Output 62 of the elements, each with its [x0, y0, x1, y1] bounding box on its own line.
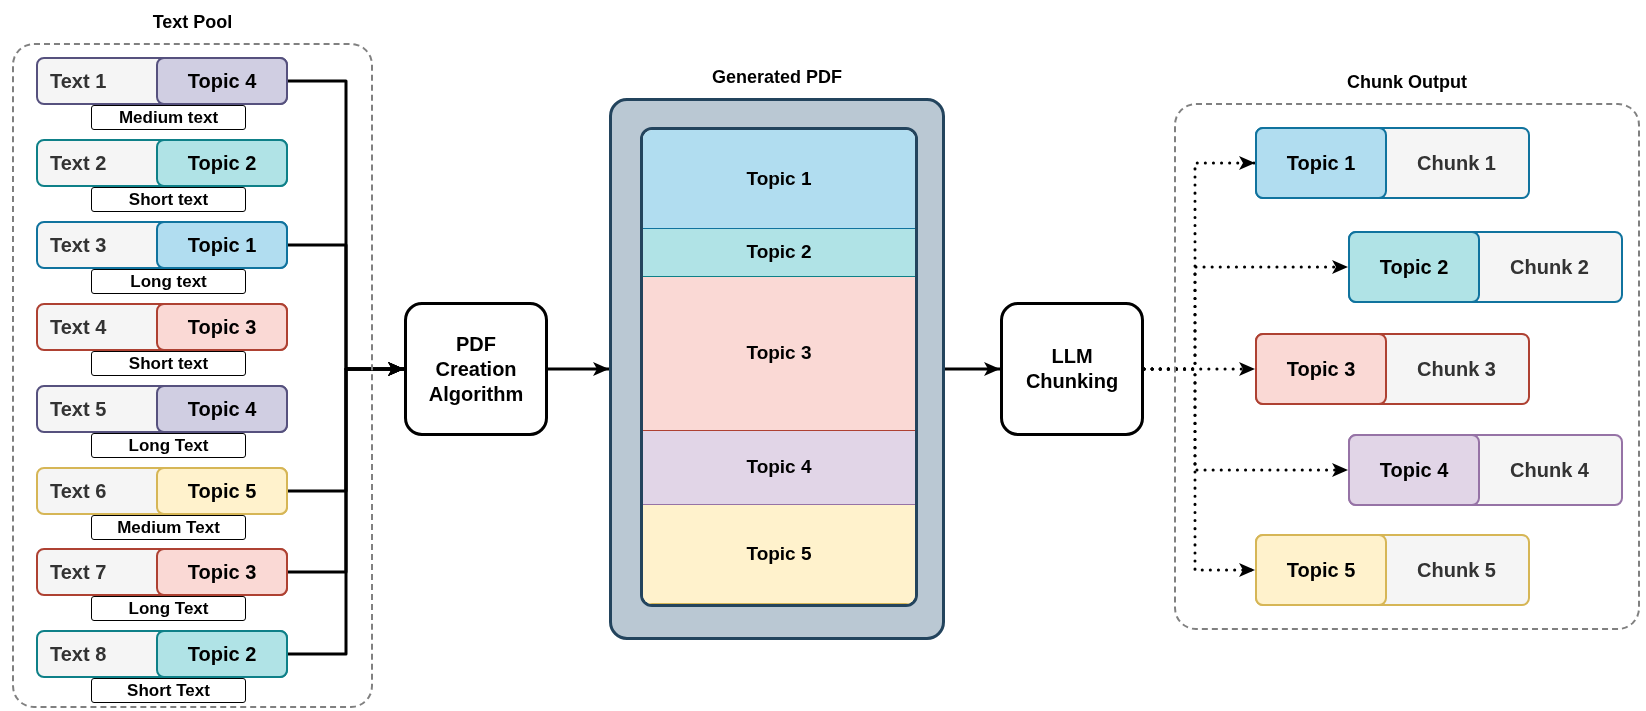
- topic-tag: Topic 1: [156, 221, 288, 269]
- topic-tag: Topic 3: [1255, 333, 1387, 405]
- topic-section: Topic 4: [643, 431, 915, 505]
- text-card: [36, 303, 288, 351]
- chunk-label: Chunk 5: [1417, 558, 1496, 583]
- length-tag: Short Text: [91, 678, 246, 703]
- length-tag: Short text: [91, 187, 246, 212]
- page-frame: [640, 127, 918, 607]
- chunk-card: [1348, 434, 1623, 506]
- text-label: Text 2: [50, 151, 107, 176]
- text-card: [36, 221, 288, 269]
- topic-tag: Topic 2: [156, 139, 288, 187]
- text-card: [36, 630, 288, 678]
- text-label: Text 5: [50, 397, 107, 422]
- text-card: [36, 467, 288, 515]
- topic-tag: Topic 3: [156, 303, 288, 351]
- topic-section: Topic 5: [643, 505, 915, 604]
- arrow: [945, 362, 1000, 376]
- chunk-card: [1255, 127, 1530, 199]
- length-tag: Long Text: [91, 596, 246, 621]
- topic-tag: Topic 1: [1255, 127, 1387, 199]
- chunk-label: Chunk 3: [1417, 357, 1496, 382]
- topic-tag: Topic 4: [156, 385, 288, 433]
- group-title: Text Pool: [152, 10, 233, 34]
- topic-section: Topic 1: [643, 130, 915, 229]
- text-label: Text 3: [50, 233, 107, 258]
- chunk-card: [1348, 231, 1623, 303]
- text-card: [36, 57, 288, 105]
- length-tag: Medium text: [91, 105, 246, 130]
- chunk-card: [1255, 534, 1530, 606]
- text-card: [36, 139, 288, 187]
- arrow: [288, 362, 404, 656]
- chunk-label: Chunk 1: [1417, 151, 1496, 176]
- group-title: Generated PDF: [711, 65, 842, 89]
- arrow: [548, 362, 609, 376]
- topic-tag: Topic 2: [156, 630, 288, 678]
- text-label: Text 4: [50, 315, 107, 340]
- text-label: Text 6: [50, 479, 107, 504]
- text-card: [36, 548, 288, 596]
- text-label: Text 1: [50, 69, 107, 94]
- topic-tag: Topic 2: [1348, 231, 1480, 303]
- topic-tag: Topic 5: [1255, 534, 1387, 606]
- text-card: [36, 385, 288, 433]
- length-tag: Long text: [91, 269, 246, 294]
- length-tag: Medium Text: [91, 515, 246, 540]
- topic-tag: Topic 4: [1348, 434, 1480, 506]
- group-title: Chunk Output: [1347, 70, 1467, 94]
- process-box: PDF Creation Algorithm: [404, 302, 548, 436]
- length-tag: Long Text: [91, 433, 246, 458]
- topic-section: Topic 2: [643, 229, 915, 277]
- text-label: Text 7: [50, 560, 107, 585]
- topic-section: Topic 3: [643, 277, 915, 431]
- topic-tag: Topic 5: [156, 467, 288, 515]
- topic-tag: Topic 4: [156, 57, 288, 105]
- chunk-card: [1255, 333, 1530, 405]
- chunk-label: Chunk 2: [1510, 255, 1589, 280]
- text-label: Text 8: [50, 642, 107, 667]
- arrow: [1142, 367, 1257, 577]
- process-box: LLM Chunking: [1000, 302, 1144, 436]
- topic-tag: Topic 3: [156, 548, 288, 596]
- chunk-label: Chunk 4: [1510, 458, 1589, 483]
- length-tag: Short text: [91, 351, 246, 376]
